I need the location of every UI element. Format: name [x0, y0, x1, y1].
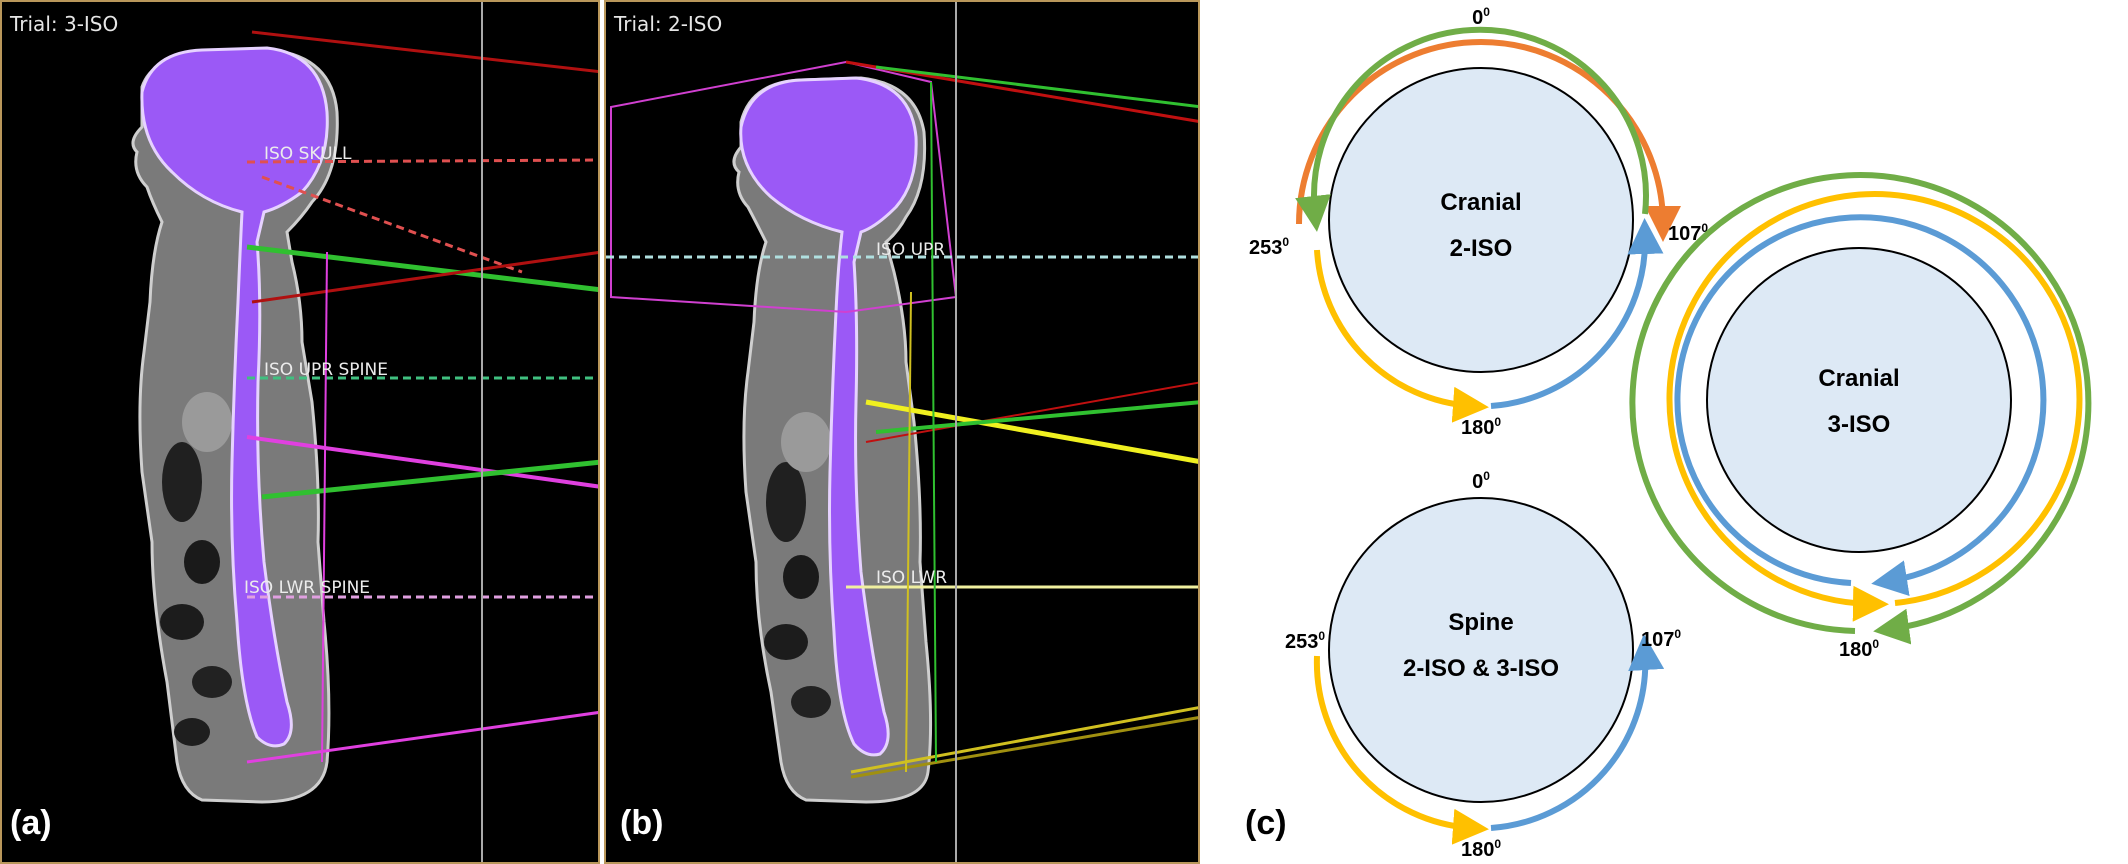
angle-180-label: 1800 [1461, 415, 1501, 439]
angle-107-label: 1070 [1668, 221, 1708, 245]
angle-253-label: 2530 [1249, 235, 1289, 259]
cranial-2iso-circle [1328, 67, 1634, 373]
green-arc [1295, 26, 1649, 232]
spine-group: Spine 2-ISO & 3-ISO 00 2530 1070 1800 [1285, 469, 1681, 861]
cranial-3iso-subtitle: 3-ISO [1828, 411, 1891, 438]
spine-angle-180-label: 1800 [1461, 837, 1501, 861]
cranial-3iso-group: Cranial 3-ISO 1800 [1629, 172, 2092, 661]
cranial-3iso-title: Cranial [1818, 365, 1899, 392]
angle-180-label-3iso: 1800 [1839, 637, 1879, 661]
ct-sagittal-2iso [606, 2, 1198, 862]
iso-skull-label: ISO SKULL [264, 144, 352, 164]
trial-label-3iso: Trial: 3-ISO [10, 12, 119, 36]
spine-circle [1328, 497, 1634, 803]
ct-sagittal-3iso [131, 2, 598, 862]
trial-label-2iso: Trial: 2-ISO [614, 12, 723, 36]
cranial-2iso-title: Cranial [1440, 189, 1521, 216]
cranial-2iso-subtitle: 2-ISO [1450, 235, 1513, 262]
spine-angle-253-label: 2530 [1285, 629, 1325, 653]
panel-b-tag: (b) [620, 804, 664, 842]
spine-subtitle: 2-ISO & 3-ISO [1403, 655, 1559, 682]
csi-target-contour [140, 46, 329, 748]
csi-target-contour [739, 76, 918, 757]
panel-a-ct-image: Trial: 3-ISO ISO SKULL ISO UPR SPINE ISO… [0, 0, 600, 864]
beam-lines [246, 2, 598, 862]
iso-lower-spine-label: ISO LWR SPINE [244, 578, 371, 598]
iso-lower-label: ISO LWR [876, 568, 948, 588]
spine-angle-107-label: 1070 [1641, 627, 1681, 651]
blue-ring [1674, 214, 2047, 596]
panel-b-ct-image: Trial: 2-ISO ISO UPR ISO LWR [604, 0, 1200, 864]
angle-0-label: 00 [1472, 5, 1490, 29]
spine-yellow-arc [1313, 655, 1489, 845]
spine-blue-arc [1490, 634, 1665, 831]
cranial-3iso-circle [1706, 247, 2012, 553]
cranial-2iso-group: Cranial 2-ISO 00 2530 1070 1800 [1249, 5, 1708, 439]
iso-upper-spine-label: ISO UPR SPINE [264, 360, 389, 380]
gantry-arc-diagram: Cranial 2-ISO 00 2530 1070 1800 Cranial … [1249, 5, 2092, 861]
panel-a-tag: (a) [10, 804, 52, 842]
spine-angle-0-label: 00 [1472, 469, 1490, 493]
spine-title: Spine [1448, 609, 1513, 636]
iso-upper-label: ISO UPR [876, 240, 946, 260]
orange-arc [1296, 39, 1681, 242]
blue-arc [1490, 218, 1664, 409]
panel-c-tag: (c) [1245, 804, 1287, 842]
beam-lines [606, 2, 1198, 862]
yellow-ring [1666, 191, 2083, 622]
green-ring [1629, 172, 2092, 645]
yellow-arc [1314, 249, 1489, 423]
